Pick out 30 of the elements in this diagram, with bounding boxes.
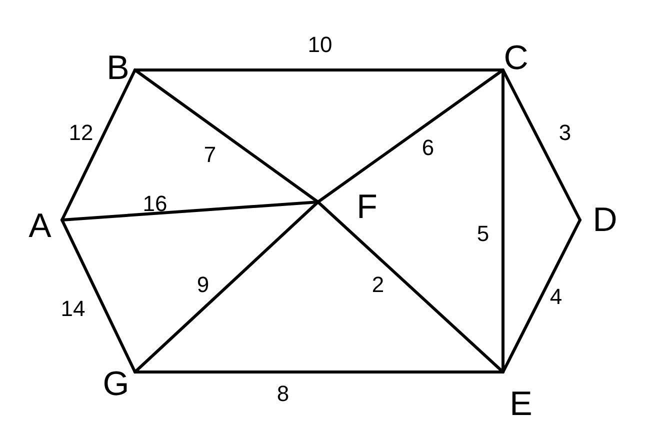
graph-edge	[134, 200, 320, 374]
graph-edge	[60, 218, 136, 374]
graph-edge	[502, 68, 582, 222]
graph-edge	[316, 200, 504, 374]
edge-weight: 3	[558, 122, 572, 144]
edge-weight: 9	[196, 274, 210, 296]
graph-edge	[502, 68, 504, 374]
graph-edge	[134, 68, 320, 204]
vertex-label: E	[510, 387, 532, 421]
graph-edge	[60, 68, 136, 222]
vertex-label: A	[28, 209, 52, 243]
vertex-label: B	[106, 51, 130, 85]
edge-weight: 12	[68, 122, 94, 144]
graph-edge	[316, 68, 504, 204]
graph-edge	[134, 68, 504, 72]
edge-weight: 5	[476, 223, 490, 245]
vertex-label: C	[504, 41, 528, 75]
edge-weight: 2	[372, 274, 384, 296]
graph-edge	[134, 370, 504, 374]
edge-weight: 6	[422, 137, 434, 159]
edge-weight: 14	[60, 298, 86, 320]
vertex-label: D	[592, 203, 618, 237]
edge-weight: 7	[204, 144, 216, 166]
vertex-label: G	[102, 367, 130, 401]
edge-weight: 8	[276, 383, 290, 405]
edge-weight: 4	[550, 286, 562, 308]
vertex-label: F	[356, 190, 378, 224]
graph-edge	[502, 218, 582, 374]
edge-weight: 10	[308, 34, 332, 56]
edge-weight: 16	[142, 193, 168, 215]
